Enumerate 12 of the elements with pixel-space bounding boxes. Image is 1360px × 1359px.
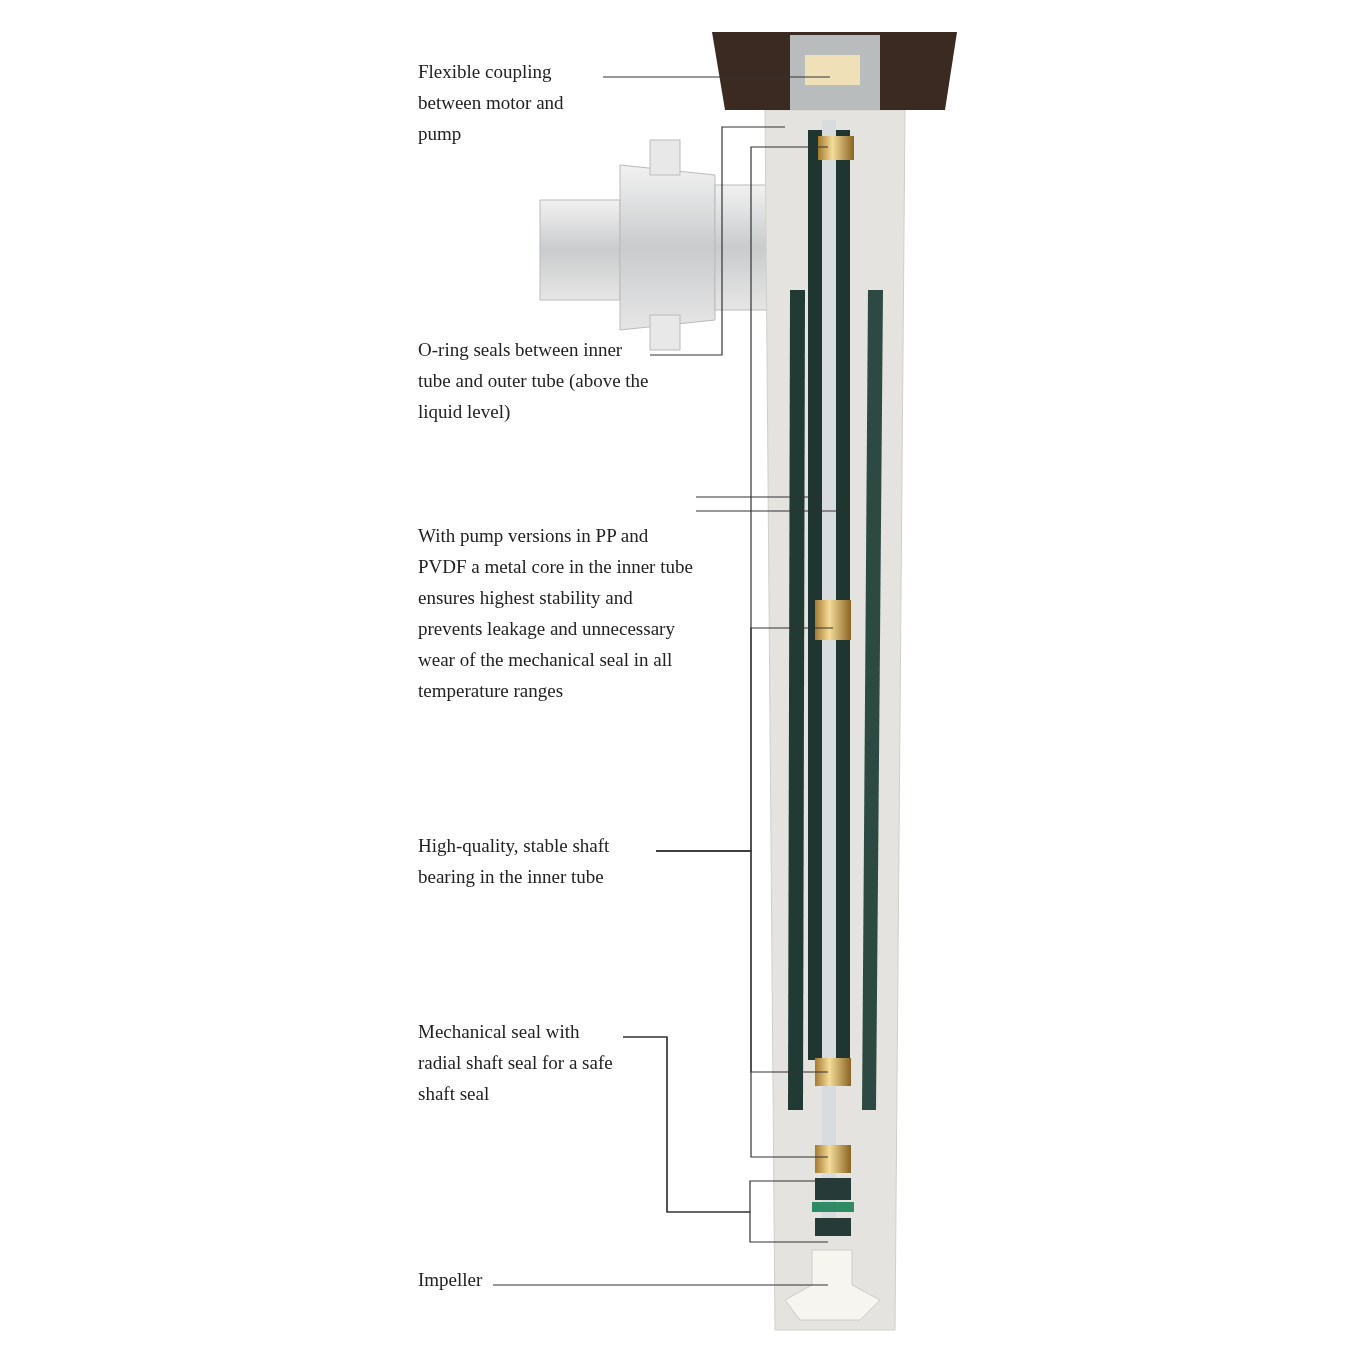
leader-line — [655, 850, 829, 1158]
callout-text: O-ring seals between inner tube and outer tube (above the liquid level) — [418, 338, 650, 424]
leader-line — [649, 126, 786, 356]
callout-text: Impeller — [418, 1268, 484, 1292]
callout-text: High-quality, stable shaft bearing in the inner tube — [418, 834, 611, 889]
leader-line — [695, 496, 823, 498]
leader-line — [492, 1284, 829, 1286]
leader-line — [602, 76, 831, 78]
callout-text: Flexible coupling between motor and pump — [418, 60, 565, 146]
callout-text: Mechanical seal with radial shaft seal for a safe shaft seal — [418, 1020, 614, 1106]
leader-line — [695, 510, 846, 512]
callout-text: With pump versions in PP and PVDF a metal core in the inner tube ensures highest stability and prevents leakage and unnecessary wear of the mechanical seal in all temperature ranges — [418, 524, 694, 703]
